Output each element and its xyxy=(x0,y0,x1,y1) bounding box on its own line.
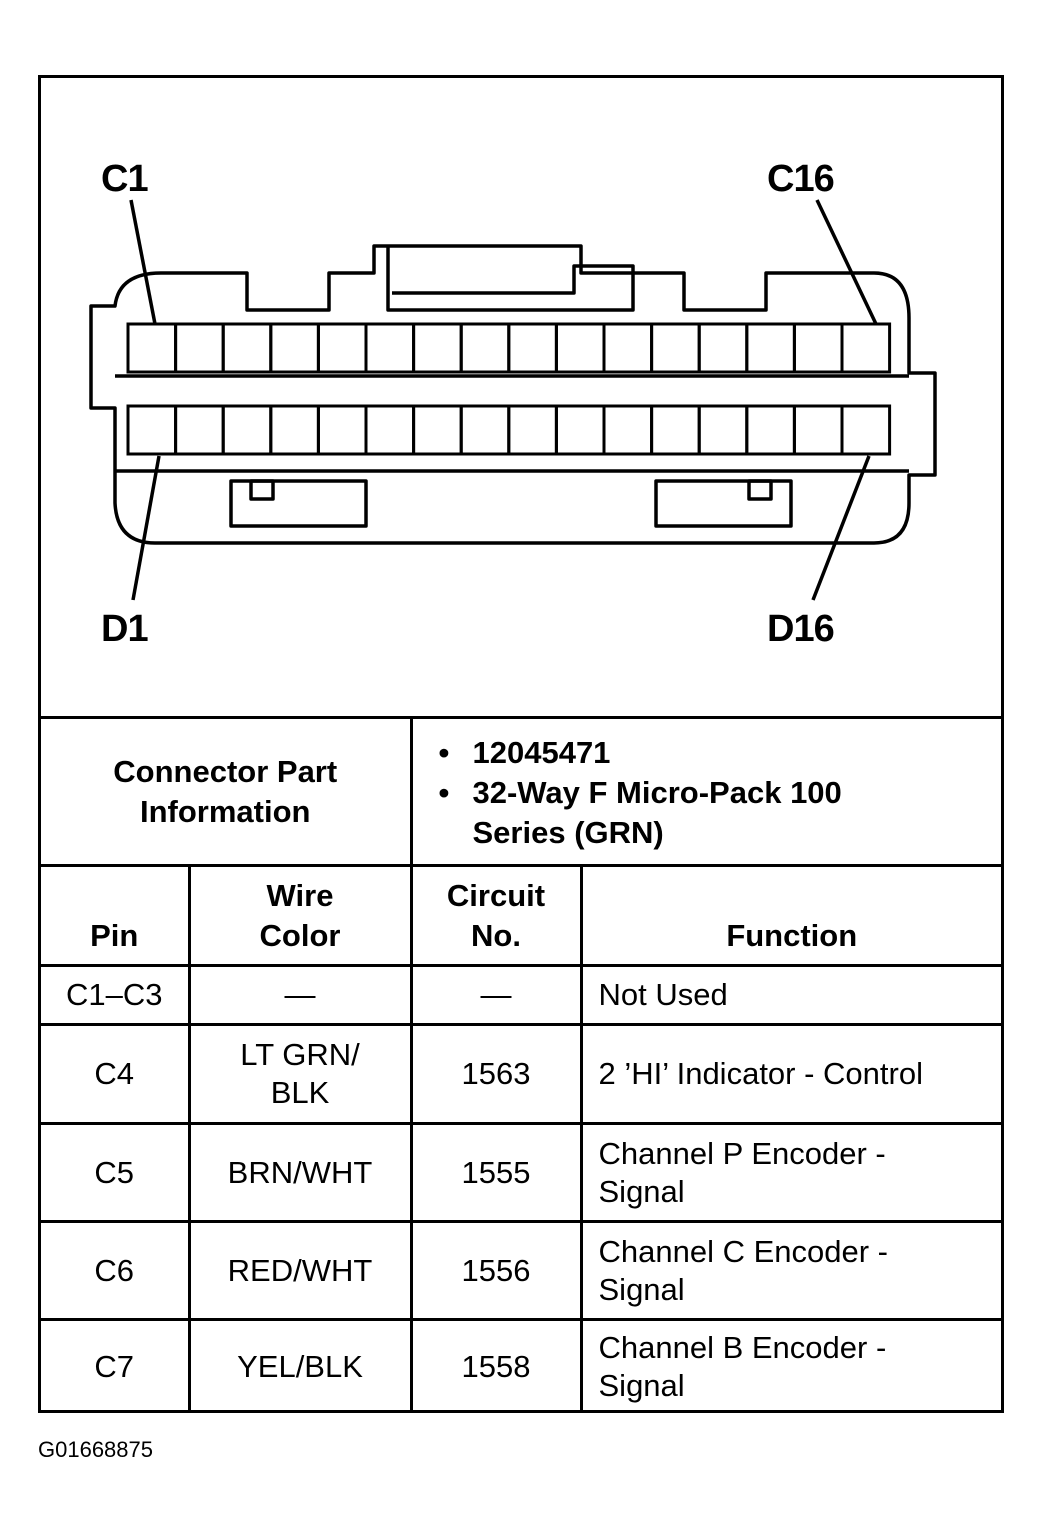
pin-label-c16: C16 xyxy=(767,158,835,200)
pin-cavity-d11 xyxy=(602,404,654,456)
pin-cavity-d16 xyxy=(840,404,892,456)
pin-cavity-c11 xyxy=(602,322,654,374)
pin-cavity-d6 xyxy=(364,404,416,456)
row-pin: C4 xyxy=(41,1023,191,1125)
pin-cavity-c4 xyxy=(269,322,320,374)
connector-latch xyxy=(386,246,635,312)
connector-key-left xyxy=(229,479,368,528)
pin-cavity-d13 xyxy=(697,404,749,456)
pin-cavity-c14 xyxy=(745,322,796,374)
pin-label-d1: D1 xyxy=(101,608,149,650)
pin-cavity-c8 xyxy=(459,322,511,374)
header-function: Function xyxy=(579,864,1001,967)
row-wire-color: YEL/BLK xyxy=(187,1318,413,1413)
pin-cavity-c7 xyxy=(412,322,463,374)
pin-cavity-c5 xyxy=(316,322,368,374)
row-wire-color: RED/WHT xyxy=(187,1220,413,1321)
pin-cavity-d7 xyxy=(412,404,463,456)
row-function: Not Used xyxy=(579,964,1001,1026)
pin-cavity-c9 xyxy=(507,322,558,374)
row-pin: C1–C3 xyxy=(41,964,191,1026)
pin-row-c xyxy=(126,322,892,374)
connector-housing xyxy=(89,244,937,545)
row-wire-color: LT GRN/ BLK xyxy=(187,1023,413,1125)
row-pin: C6 xyxy=(41,1220,191,1321)
row-wire-color: — xyxy=(187,964,413,1026)
connector-diagram-frame: C1 C16 D1 D16 Connector Part Information… xyxy=(38,75,1004,1413)
pin-cavity-d15 xyxy=(792,404,844,456)
row-pin: C5 xyxy=(41,1122,191,1223)
pin-cavity-c10 xyxy=(554,322,606,374)
connector-face-drawing xyxy=(89,199,937,601)
header-wire-color: Wire Color xyxy=(187,864,413,967)
table-row: C7 YEL/BLK 1558 Channel B Encoder - Sign… xyxy=(41,1318,1001,1413)
row-pin: C7 xyxy=(41,1318,191,1413)
connector-key-right xyxy=(654,479,793,528)
pin-cavity-c15 xyxy=(792,322,844,374)
row-wire-color: BRN/WHT xyxy=(187,1122,413,1223)
row-circuit-no: 1558 xyxy=(409,1318,583,1413)
pin-cavity-c12 xyxy=(650,322,701,374)
pin-cavity-d14 xyxy=(745,404,796,456)
row-circuit-no: 1563 xyxy=(409,1023,583,1125)
row-circuit-no: — xyxy=(409,964,583,1026)
row-function: Channel B Encoder - Signal xyxy=(579,1318,1001,1413)
pin-label-c1: C1 xyxy=(101,158,149,200)
pin-cavity-c3 xyxy=(221,322,273,374)
table-row: C1–C3 — — Not Used xyxy=(41,964,1001,1026)
pin-cavity-d10 xyxy=(554,404,606,456)
pin-cavity-c16 xyxy=(840,322,892,374)
pin-cavity-c1 xyxy=(126,322,178,374)
pin-cavity-c13 xyxy=(697,322,749,374)
pin-cavity-d12 xyxy=(650,404,701,456)
pin-cavity-c2 xyxy=(174,322,225,374)
table-row: C5 BRN/WHT 1555 Channel P Encoder - Sign… xyxy=(41,1122,1001,1223)
pin-cavity-d2 xyxy=(174,404,225,456)
row-function: Channel P Encoder - Signal xyxy=(579,1122,1001,1223)
pin-row-d xyxy=(126,404,892,456)
table-row: C6 RED/WHT 1556 Channel C Encoder - Sign… xyxy=(41,1220,1001,1321)
figure-id: G01668875 xyxy=(38,1437,153,1462)
row-function: Channel C Encoder - Signal xyxy=(579,1220,1001,1321)
connector-info-row: Connector Part Information 12045471 32-W… xyxy=(41,716,1002,867)
pin-label-d16: D16 xyxy=(767,608,835,650)
header-circuit-no: Circuit No. xyxy=(409,864,583,967)
pin-cavity-d5 xyxy=(316,404,368,456)
connector-info-values: 12045471 32-Way F Micro-Pack 100 Series … xyxy=(409,716,1002,867)
pin-cavity-d1 xyxy=(126,404,178,456)
pin-cavity-d4 xyxy=(269,404,320,456)
table-row: C4 LT GRN/ BLK 1563 2 ’HI’ Indicator - C… xyxy=(41,1023,1001,1125)
pinout-table: Connector Part Information 12045471 32-W… xyxy=(41,716,1001,1413)
pin-cavity-d3 xyxy=(221,404,273,456)
connector-part-number: 12045471 xyxy=(439,733,1002,773)
header-pin: Pin xyxy=(41,864,191,967)
row-circuit-no: 1556 xyxy=(409,1220,583,1321)
pin-cavity-d8 xyxy=(459,404,511,456)
pin-cavity-c6 xyxy=(364,322,416,374)
row-function: 2 ’HI’ Indicator - Control xyxy=(579,1023,1001,1125)
connector-description: 32-Way F Micro-Pack 100 Series (GRN) xyxy=(439,773,1002,853)
pin-cavity-d9 xyxy=(507,404,558,456)
table-header-row: Pin Wire Color Circuit No. Function xyxy=(41,864,1001,967)
connector-info-label: Connector Part Information xyxy=(41,716,413,867)
row-circuit-no: 1555 xyxy=(409,1122,583,1223)
